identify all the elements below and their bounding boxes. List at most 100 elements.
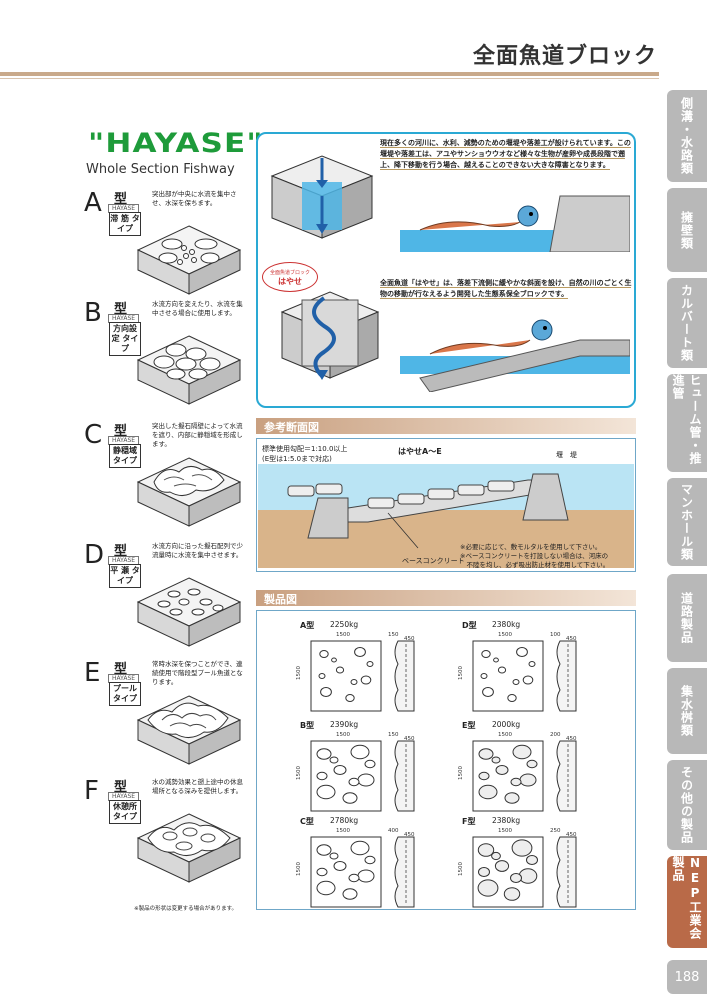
story-problem: 現在多くの河川に、水利、減勢のための堰堤や落差工が設けられています。この堰堤や落… [380,138,632,171]
height-dimension: 1500 [458,862,464,876]
type-kata: 型 [114,302,128,317]
height-dimension: 1500 [458,666,464,680]
type-d: D 型 HAYASE 平 瀬 タイプ 水流方向に沿った擬石配列で少流量時に水流を… [84,540,244,652]
product-side-section [556,836,577,908]
story-problem-text: 現在多くの河川に、水利、減勢のための堰堤や落差工が設けられています。この堰堤や落… [380,139,631,170]
type-description: 水流方向を変えたり、水流を集中させる場合に使用します。 [152,300,243,317]
product-weight: 2380kg [492,620,521,629]
product-label: E型 [462,721,476,730]
hayase-logo: "HAYASE" [88,128,264,159]
type-f: F 型 HAYASE 休憩所 タイプ 水の減勢効果と遡上途中の休息場所となる深み… [84,776,244,896]
depth-dimension-1: 150 [388,632,399,638]
product-weight: 2250kg [330,620,359,629]
product-weight: 2380kg [492,816,521,825]
product-drawing: A型 2250kg 1500 1500 150 450 [296,620,450,716]
depth-dimension-2: 450 [566,736,577,742]
type-name: 滞 筋 タイプ [109,212,141,236]
tab-nep-products[interactable]: NEP工業会製品 [667,856,707,948]
type-a: A 型 HAYASE 滞 筋 タイプ 突出部が中央に水流を集中させ、水深を保ちま… [84,188,244,300]
tab-road-products[interactable]: 道路製品 [667,574,707,662]
type-kata: 型 [114,662,128,677]
product-drawings-header: 製品図 [256,590,636,606]
cross-section-drawing [258,464,634,568]
product-label: A型 [300,621,315,630]
logo-subtitle: Whole Section Fishway [86,162,235,177]
title-rule-thin [0,78,659,79]
type-letter: D [84,540,105,570]
width-dimension: 1500 [498,632,512,638]
tab-culverts[interactable]: カルバート類 [667,278,707,368]
width-dimension: 1500 [336,732,350,738]
type-description: 突出部が中央に水流を集中させ、水深を保ちます。 [152,190,237,207]
story-solution: 全面魚道「はやせ」は、落差下流側に緩やかな斜面を設け、自然の川のごとく生物の移動… [380,278,632,300]
product-label: C型 [300,817,314,826]
type-letter: C [84,420,103,450]
product-weight: 2780kg [330,816,359,825]
tab-other-products[interactable]: その他の製品 [667,760,707,850]
product-plan-view [310,740,382,812]
tab-retaining-walls[interactable]: 擁壁類 [667,188,707,272]
tab-manholes[interactable]: マンホール類 [667,478,707,566]
type-letter: B [84,298,102,328]
depth-dimension-1: 250 [550,828,561,834]
product-weight: 2000kg [492,720,521,729]
type-letter: E [84,658,101,688]
product-label: B型 [300,721,315,730]
block-illustration-e [136,695,242,765]
width-dimension: 1500 [336,632,350,638]
type-description: 水の減勢効果と遡上途中の休息場所となる深みを提供します。 [152,778,243,795]
block-illustration-f [136,813,242,883]
page-number: 188 [667,960,707,994]
type-b: B 型 HAYASE 方向設定 タイプ 水流方向を変えたり、水流を集中させる場合… [84,298,244,410]
product-drawings-title: 製品図 [264,593,297,606]
hayase-badge: 全面魚道ブロック はやせ [262,262,318,292]
block-illustration-a [136,225,242,295]
slope-info-line1: 標準使用勾配＝1:10.0以上 [262,445,348,453]
blocks-label: はやせA～E [398,447,442,456]
cross-note-line1: ※必要に応じて、敷モルタルを使用して下さい。 [460,543,602,551]
depth-dimension-2: 450 [566,636,577,642]
product-side-section [556,640,577,712]
badge-small-text: 全面魚道ブロック [269,270,310,276]
badge-big-text: はやせ [278,277,302,286]
depth-dimension-2: 450 [566,832,577,838]
dam-illustration-top [270,155,374,239]
product-label: D型 [462,621,477,630]
tab-catch-basins[interactable]: 集水桝類 [667,668,707,754]
block-illustration-d [136,577,242,647]
story-solution-text: 全面魚道「はやせ」は、落差下流側に緩やかな斜面を設け、自然の川のごとく生物の移動… [380,279,632,299]
type-name: 静穏域 タイプ [109,444,141,468]
cross-note-line3: 不陸を均し、必ず吸出防止材を使用して下さい。 [460,561,610,569]
depth-dimension-2: 450 [404,832,415,838]
width-dimension: 1500 [498,828,512,834]
product-side-section [394,640,415,712]
block-illustration-c [136,457,242,527]
type-e: E 型 HAYASE プール タイプ 常時水深を保つことができ、連続使用で階段型… [84,658,244,770]
depth-dimension-2: 450 [404,636,415,642]
depth-dimension-2: 450 [404,736,415,742]
product-plan-view [310,640,382,712]
product-side-section [394,740,415,812]
tab-gutters[interactable]: 側溝・水路類 [667,90,707,182]
depth-dimension-1: 200 [550,732,561,738]
type-description: 突出した擬石隔壁によって水流を遮り、内部に静穏域を形成します。 [152,422,243,448]
height-dimension: 1500 [296,666,302,680]
width-dimension: 1500 [498,732,512,738]
depth-dimension-1: 400 [388,828,399,834]
type-description: 常時水深を保つことができ、連続使用で階段型プール魚道となります。 [152,660,243,686]
width-dimension: 1500 [336,828,350,834]
type-kata: 型 [114,544,128,559]
height-dimension: 1500 [296,766,302,780]
type-name: 平 瀬 タイプ [109,564,141,588]
cross-section-notes: ※必要に応じて、敷モルタルを使用して下さい。 ※ベースコンクリートを打設しない場… [460,543,609,570]
base-concrete-label: ベースコンクリート [402,557,465,565]
cross-note-line2: ※ベースコンクリートを打設しない場合は、河床の [460,552,609,560]
tab-hume-pipes[interactable]: ヒューム管・推進管 [667,374,707,472]
title-rule [0,72,659,76]
shape-change-note: ※製品の形状は変更する場合があります。 [134,906,238,912]
product-side-section [556,740,577,812]
type-letter: F [84,776,99,806]
